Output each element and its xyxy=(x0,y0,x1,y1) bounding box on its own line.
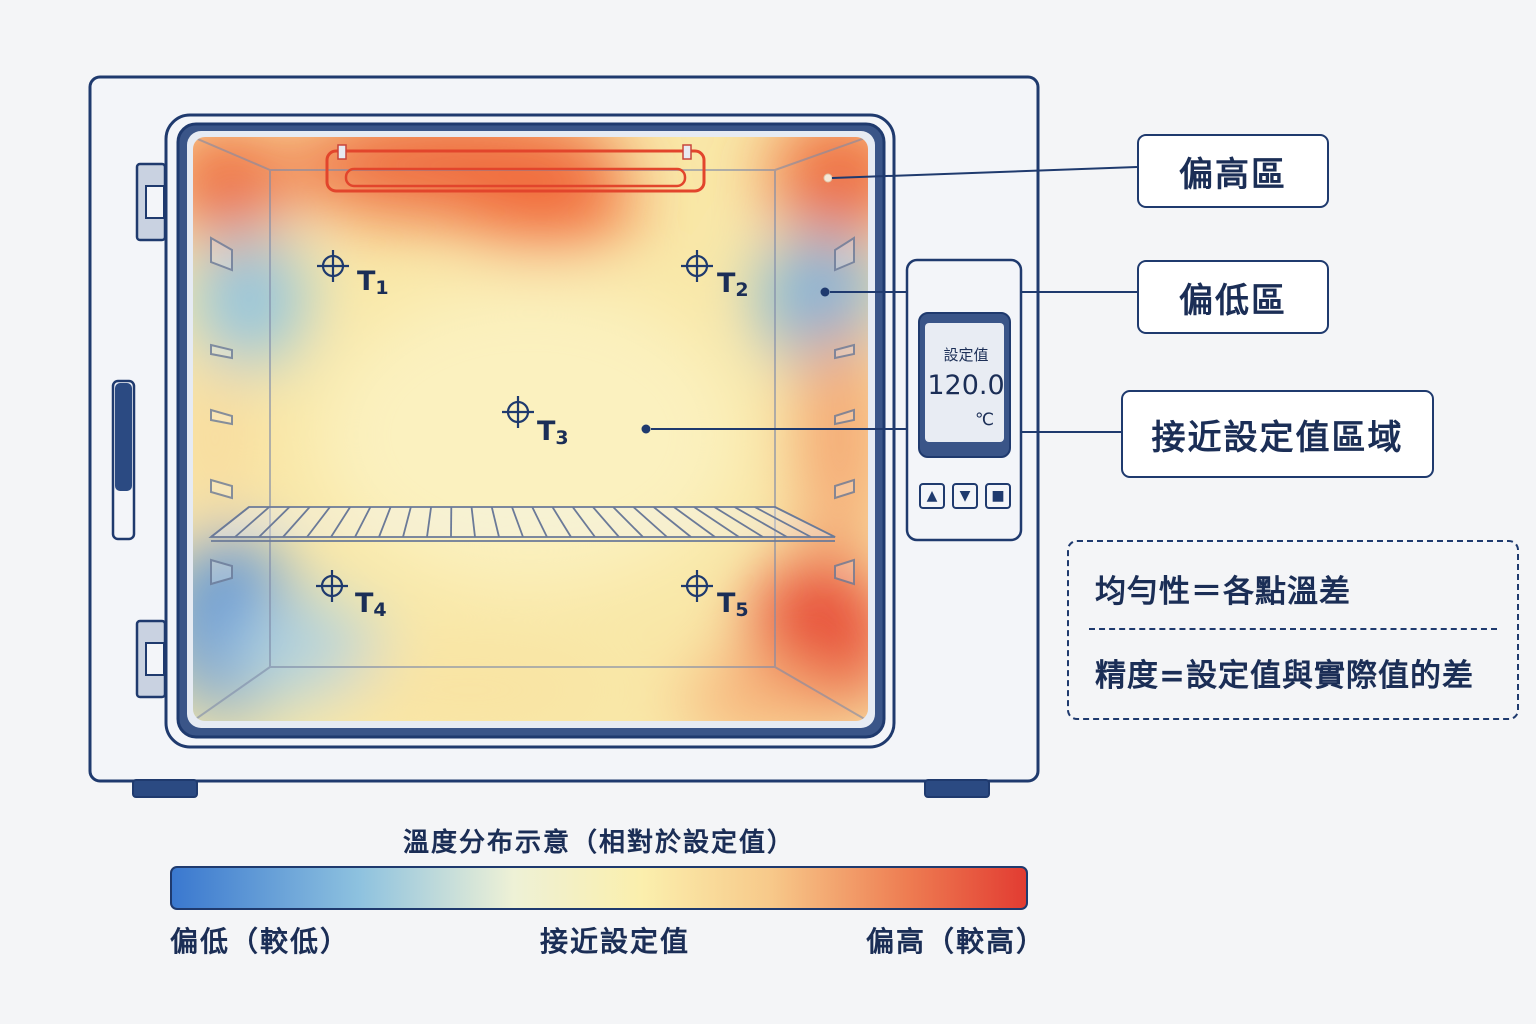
callout-high-zone: 偏高區 xyxy=(1137,134,1329,208)
door-handle[interactable] xyxy=(113,381,134,539)
hinge-bottom xyxy=(137,621,165,697)
note-accuracy: 精度=設定值與實際值的差 xyxy=(1095,650,1474,695)
wire-shelf xyxy=(211,507,835,541)
legend-color-bar xyxy=(170,866,1028,910)
probe-label-t1: T1 xyxy=(357,266,389,297)
callout-low-zone: 偏低區 xyxy=(1137,260,1329,334)
probe-label-t2: T2 xyxy=(717,268,749,299)
legend-label-low: 偏低（較低） xyxy=(170,920,350,960)
legend-label-near: 接近設定值 xyxy=(540,920,690,960)
triangle-down-icon: ▼ xyxy=(960,489,971,503)
display-unit: ℃ xyxy=(975,410,994,430)
hinge-top xyxy=(137,164,165,240)
probe-label-t5: T5 xyxy=(717,588,749,619)
oven-foot-right xyxy=(925,780,989,797)
stop-button[interactable]: ■ xyxy=(985,483,1011,509)
display-setpoint-value: 120.0 xyxy=(924,370,1008,401)
display-caption: 設定值 xyxy=(924,344,1008,365)
callout-near-setpoint: 接近設定值區域 xyxy=(1121,390,1434,478)
decrease-button[interactable]: ▼ xyxy=(952,483,978,509)
oven-foot-left xyxy=(133,780,197,797)
probe-label-t4: T4 xyxy=(355,588,387,619)
legend-title: 溫度分布示意（相對於設定值） xyxy=(170,822,1028,859)
note-divider xyxy=(1089,628,1497,630)
note-uniformity: 均勻性＝各點溫差 xyxy=(1095,566,1351,611)
probe-label-t3: T3 xyxy=(537,416,569,447)
square-stop-icon: ■ xyxy=(991,489,1004,503)
increase-button[interactable]: ▲ xyxy=(919,483,945,509)
triangle-up-icon: ▲ xyxy=(927,489,938,503)
definitions-note: 均勻性＝各點溫差 精度=設定值與實際值的差 xyxy=(1067,540,1519,720)
legend-label-high: 偏高（較高） xyxy=(866,920,1046,960)
